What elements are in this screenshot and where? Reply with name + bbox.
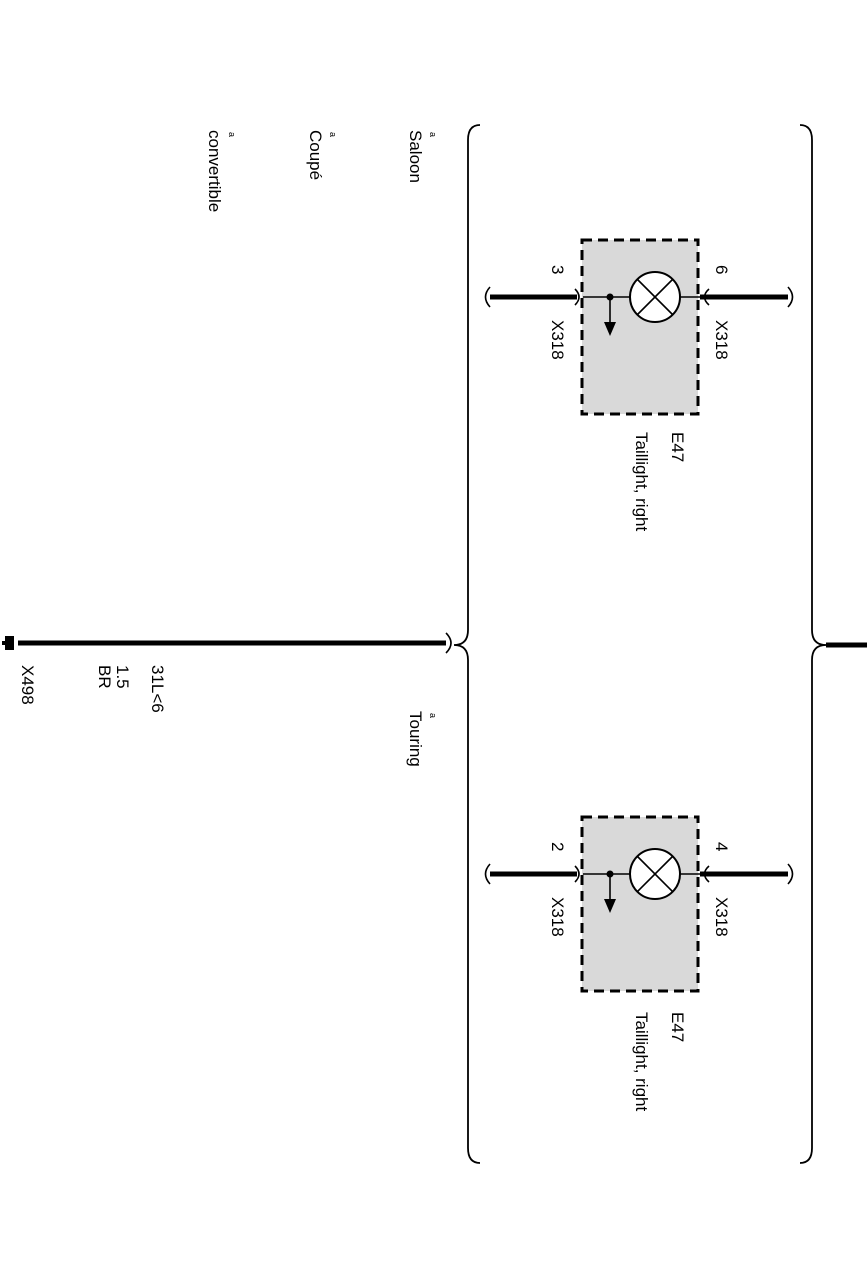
pin-top-1: 6 <box>712 265 731 274</box>
pin-bottom-2: 2 <box>548 842 567 851</box>
ground-arrow-icon-2 <box>604 899 616 913</box>
connector-label-top-2: X318 <box>712 897 731 937</box>
component-name-1: Taillight, right <box>632 432 651 531</box>
variant-touring: Touring <box>406 711 425 767</box>
connector-bottom-2 <box>574 865 580 883</box>
pin-bottom-1: 3 <box>548 265 567 274</box>
variant-saloon: Saloon <box>406 130 425 183</box>
connector-label-bottom-1: X318 <box>548 320 567 360</box>
connector-label-top-1: X318 <box>712 320 731 360</box>
left-brace <box>453 124 481 1164</box>
lamp-cross-b-1 <box>636 278 674 316</box>
note-marker-saloon: a <box>428 132 438 137</box>
variant-convertible: convertible <box>205 130 224 212</box>
note-marker-coupe: a <box>328 132 338 137</box>
wire-cross-section-label: 1.5 <box>113 665 132 689</box>
ground-terminal-icon <box>5 636 14 650</box>
ground-terminal-pin <box>2 641 7 645</box>
connector-label-bottom-2: X318 <box>548 897 567 937</box>
lamp-cross-b-2 <box>636 855 674 893</box>
component-box-2 <box>580 815 700 993</box>
connector-top-2 <box>703 865 710 883</box>
ground-wire-end-curl <box>445 632 452 654</box>
note-marker-convertible: a <box>227 132 237 137</box>
component-id-2: E47 <box>668 1012 687 1042</box>
taillight-component-2: 4 X318 2 X318 E47 Taillight, right <box>484 815 794 1111</box>
component-box-1 <box>580 238 700 416</box>
variant-coupe: Coupé <box>306 130 325 180</box>
note-marker-touring: a <box>428 713 438 718</box>
wire-curl-top-1 <box>787 286 794 308</box>
right-brace <box>799 124 827 1164</box>
wire-curl-bottom-1 <box>484 286 491 308</box>
ground-arrow-icon-1 <box>604 322 616 336</box>
connector-bottom-1 <box>574 288 580 306</box>
component-name-2: Taillight, right <box>632 1012 651 1111</box>
wire-color-label: BR <box>95 665 114 689</box>
connector-top-1 <box>703 288 710 306</box>
taillight-component-1: 6 X318 3 X318 E47 Taillight, right <box>484 238 794 531</box>
ground-connector-label: X498 <box>18 665 37 705</box>
wire-curl-bottom-2 <box>484 863 491 885</box>
component-id-1: E47 <box>668 432 687 462</box>
wire-curl-top-2 <box>787 863 794 885</box>
pin-top-2: 4 <box>712 842 731 851</box>
wire-signal-label: 31L<6 <box>148 665 167 713</box>
